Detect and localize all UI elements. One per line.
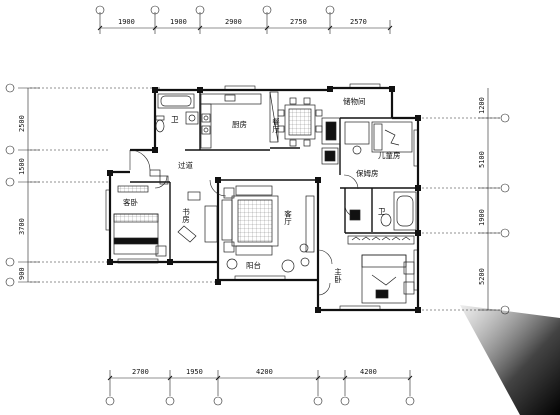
childrens-bed-icon [371, 121, 413, 153]
label-bathroom-top: 卫 [171, 115, 179, 124]
dimension-lines [18, 12, 500, 396]
wardrobe [347, 235, 415, 245]
dim-bottom-1: 2700 [132, 368, 149, 376]
dim-bottom-2: 1950 [186, 368, 203, 376]
label-guest-bedroom: 客卧 [123, 197, 138, 207]
dim-bottom-4: 4200 [360, 368, 377, 376]
interior-walls [130, 90, 418, 262]
dim-right-3: 1900 [478, 209, 486, 226]
dim-right-1: 1200 [478, 97, 486, 114]
childrens-desk [344, 121, 370, 155]
label-study: 书房 [181, 207, 190, 225]
structural-columns [107, 86, 421, 313]
axis-bubbles-right [500, 113, 510, 315]
dim-left-2: 1500 [18, 158, 26, 175]
master-toilet-icon [349, 209, 392, 227]
balcony-chairs [226, 257, 310, 273]
label-nanny-room: 保姆房 [356, 168, 379, 178]
sink-icon [185, 111, 199, 125]
dining-table-icon [277, 97, 323, 147]
label-kitchen: 厨房 [232, 119, 247, 129]
dim-top-4: 2750 [290, 18, 307, 26]
dim-top-3: 2900 [225, 18, 242, 26]
left-dimension-labels: 2500 1500 3700 900 [18, 115, 26, 280]
study-desk-icon [177, 191, 218, 243]
label-master-bath: 卫 [378, 207, 386, 216]
guest-bed-icon [113, 185, 167, 257]
toilet-icon [155, 115, 165, 133]
storage-shelves [321, 117, 341, 145]
dim-left-4: 900 [18, 267, 26, 280]
label-balcony: 阳台 [246, 260, 261, 270]
label-master-bedroom: 主卧 [333, 267, 342, 285]
label-corridor: 过道 [178, 160, 193, 170]
dim-bottom-3: 4200 [256, 368, 273, 376]
dim-top-5: 2570 [350, 18, 367, 26]
dim-left-1: 2500 [18, 115, 26, 132]
label-living-room: 客厅 [283, 209, 292, 226]
sideboard [269, 91, 279, 143]
axis-bubbles-top [95, 5, 335, 15]
axis-bubbles-left [5, 83, 15, 287]
axis-bubbles-bottom [105, 396, 415, 406]
master-bathtub-icon [393, 191, 417, 231]
room-labels: 储物间 厨房 餐厅 卫 过道 客卧 书房 客厅 阳台 保姆房 儿童房 卫 主卧 [123, 96, 401, 284]
right-dimension-labels: 1200 5100 1900 5200 [478, 97, 486, 285]
dimension-ticks [97, 25, 413, 381]
label-restaurant: 餐厅 [271, 118, 280, 134]
top-dimension-labels: 1900 1900 2900 2750 2570 [118, 18, 367, 26]
tv-cabinet [299, 195, 315, 253]
corner-shadow [460, 305, 560, 415]
dim-right-2: 5100 [478, 151, 486, 168]
sofa-set-icon [221, 185, 279, 256]
master-bed-icon [361, 254, 415, 304]
kitchen-counter [200, 93, 262, 149]
label-childrens-room: 儿童房 [378, 150, 401, 160]
dim-top-2: 1900 [170, 18, 187, 26]
bottom-dimension-labels: 2700 1950 4200 4200 [132, 368, 377, 376]
dim-right-4: 5200 [478, 268, 486, 285]
corridor-cabinet [149, 169, 169, 185]
label-storage: 储物间 [343, 96, 366, 106]
dim-left-3: 3700 [18, 218, 26, 235]
nanny-bed-icon [321, 147, 339, 165]
dim-top-1: 1900 [118, 18, 135, 26]
bathtub-icon [157, 93, 195, 109]
